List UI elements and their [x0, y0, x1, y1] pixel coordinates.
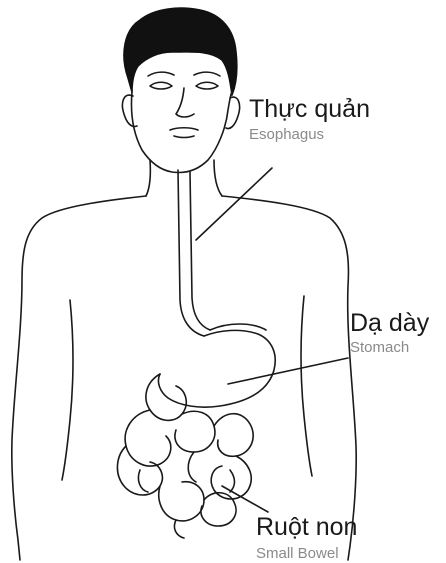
neck-right — [214, 160, 222, 196]
small-bowel-label: Ruột non Small Bowel — [256, 515, 357, 561]
esophagus-tube-inner — [190, 172, 210, 330]
right-inner-arm — [301, 296, 312, 476]
lower-lip — [174, 136, 194, 138]
mouth — [170, 128, 198, 130]
hair — [124, 8, 237, 95]
body-right-outline — [222, 196, 356, 560]
esophagus-leader-line — [196, 168, 272, 240]
right-eyebrow — [194, 72, 220, 76]
left-eyebrow — [148, 72, 174, 76]
esophagus-label: Thực quản Esophagus — [249, 97, 370, 142]
right-eye — [196, 82, 218, 89]
left-eye — [150, 82, 172, 89]
left-inner-arm — [62, 300, 73, 480]
esophagus-label-vi: Thực quản — [249, 97, 370, 122]
stomach — [158, 330, 275, 407]
esophagus-label-en: Esophagus — [249, 127, 370, 142]
small-bowel-label-en: Small Bowel — [256, 546, 357, 561]
stomach-inner — [210, 324, 266, 330]
nose — [176, 88, 194, 117]
left-ear — [122, 95, 137, 126]
stomach-label-vi: Dạ dày — [350, 311, 429, 336]
small-bowel — [117, 374, 253, 538]
body-left-outline — [12, 196, 146, 560]
neck-left — [146, 160, 150, 196]
stomach-label-en: Stomach — [350, 340, 429, 355]
stomach-leader-line — [228, 358, 348, 384]
face-outline — [131, 92, 232, 173]
stomach-label: Dạ dày Stomach — [350, 311, 429, 355]
small-bowel-label-vi: Ruột non — [256, 515, 357, 540]
